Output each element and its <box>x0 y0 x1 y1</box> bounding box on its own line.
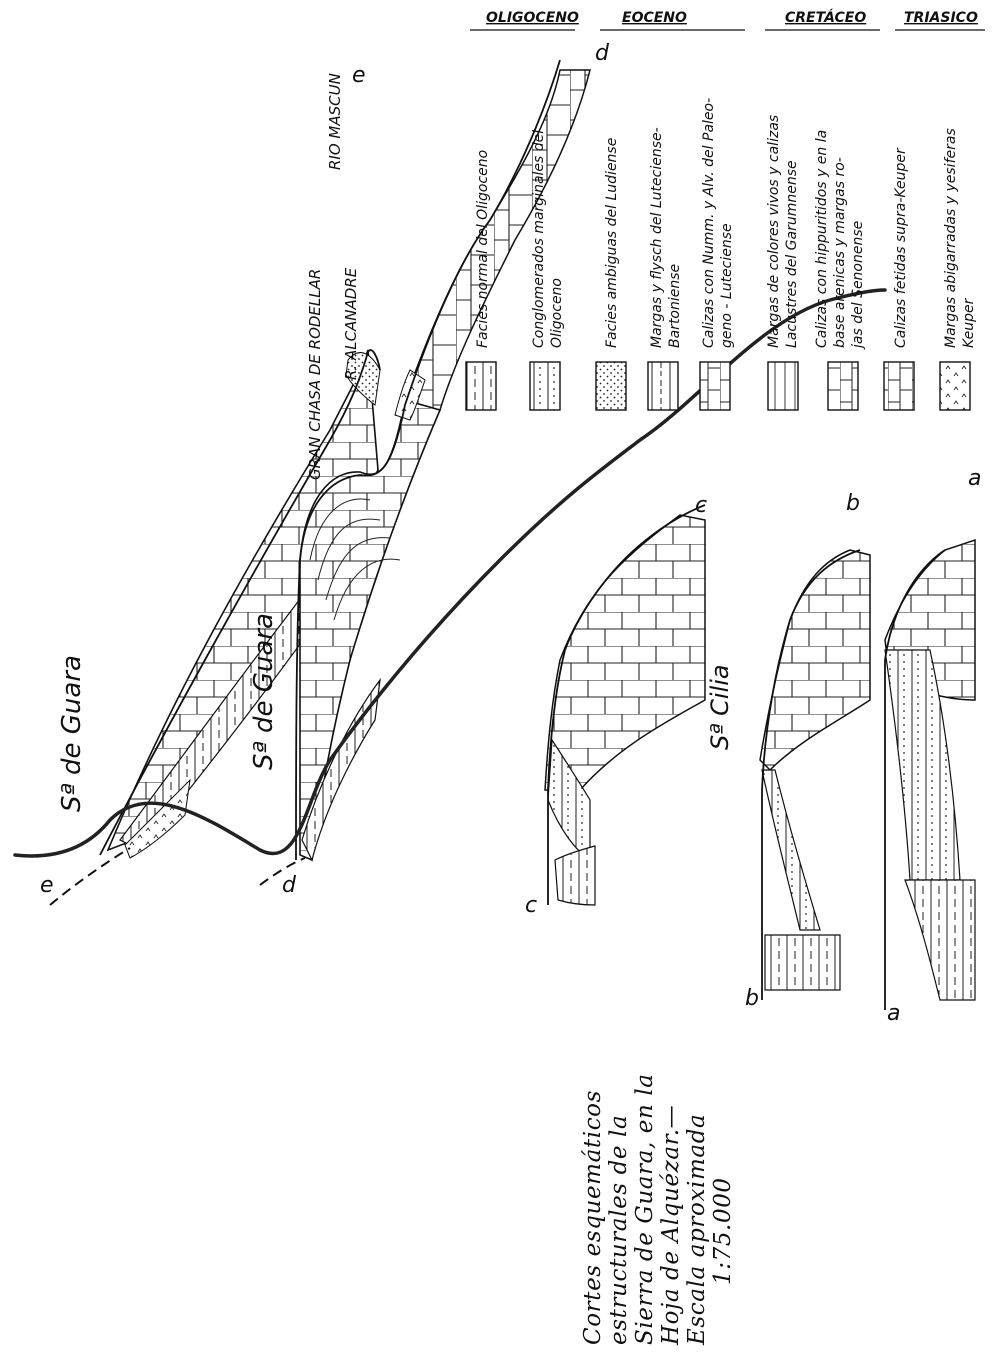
legend-text-oligocene-conglomerate-2: Oligoceno <box>549 278 565 348</box>
section-label-d-right: d <box>595 41 610 66</box>
legend-text-cretaceous-senonense-3: jas del Senonense <box>850 221 866 350</box>
legend-text-oligocene-normal: Facies normal del Oligoceno <box>475 150 491 348</box>
section-label-c-left: c <box>525 893 537 918</box>
legend: OLIGOCENO EOCENO CRETÁCEO TRIASICO Facie… <box>466 9 985 410</box>
section-label-b-left: b <box>745 986 759 1011</box>
section-label-a-right: a <box>968 466 981 491</box>
section-label-b-right: b <box>846 491 860 516</box>
legend-text-cretaceous-senonense-2: base arenicas y margas ro- <box>832 157 848 348</box>
legend-swatch-cretaceous-garumnense <box>768 362 798 410</box>
legend-swatch-eocene-limestone <box>700 362 730 410</box>
section-label-c-right: c <box>695 493 707 518</box>
section-label-e-right: e <box>352 63 366 88</box>
section-b-limestone <box>760 550 870 770</box>
place-sierra-guara-top: Sª de Guara <box>57 655 87 812</box>
caption-line: Escala aproximada <box>684 945 710 1345</box>
legend-text-eocene-flysch-2: Bartoniense <box>667 264 683 348</box>
caption-line: Cortes esquemáticos <box>580 945 606 1345</box>
place-sierra-cilia: Sª Cilia <box>706 664 734 750</box>
legend-text-eocene-flysch-1: Margas y flysch del Luteciense- <box>649 127 665 348</box>
legend-group-oligoceno: OLIGOCENO <box>486 10 579 26</box>
section-c-oligocene <box>555 846 595 905</box>
legend-text-eocene-limestone-2: geno - Luteciense <box>719 223 735 348</box>
legend-group-triasico: TRIASICO <box>904 10 978 26</box>
section-label-e-left: e <box>40 873 54 898</box>
section-b-flysch <box>762 770 820 930</box>
legend-text-triassic-keuper-2: Keuper <box>961 297 977 348</box>
place-gran-chasa: GRAN CHASA DE RODELLAR <box>306 269 324 480</box>
place-sierra-guara-mid: Sª de Guara <box>249 613 279 770</box>
legend-text-eocene-limestone-1: Calizas con Numm. y Alv. del Paleo- <box>701 98 717 348</box>
section-c-limestone <box>545 515 705 790</box>
section-e-fault <box>50 848 130 905</box>
section-a-marls <box>905 880 975 1000</box>
caption-line: Sierra de Guara, en la <box>632 945 658 1345</box>
place-rio-mascun: RIO MASCUN <box>326 73 344 170</box>
section-a <box>885 540 975 1010</box>
legend-text-cretaceous-senonense-1: Calizas con hippuritidos y en la <box>814 130 830 348</box>
legend-text-triassic-keuper-1: Margas abigarradas y yesiferas <box>943 128 959 348</box>
legend-swatch-triassic-suprakeuper <box>884 362 914 410</box>
legend-swatch-cretaceous-senonense <box>828 362 858 410</box>
section-b-marls <box>765 935 840 990</box>
legend-swatch-eocene-ludiense <box>596 362 626 410</box>
caption-line: 1:75.000 <box>710 945 736 1345</box>
legend-group-cretaceo: CRETÁCEO <box>785 9 866 26</box>
legend-swatch-eocene-flysch <box>648 362 678 410</box>
legend-text-eocene-ludiense: Facies ambiguas del Ludiense <box>604 138 620 348</box>
legend-group-eoceno: EOCENO <box>622 10 687 26</box>
legend-text-triassic-suprakeuper: Calizas fetidas supra-Keuper <box>893 147 909 348</box>
legend-swatch-oligocene-conglomerate <box>530 362 560 410</box>
section-label-a-left: a <box>887 1001 900 1026</box>
caption-line: Hoja de Alquézar.— <box>658 945 684 1345</box>
section-label-d-left: d <box>282 873 297 898</box>
section-d-limb <box>405 70 590 410</box>
section-c <box>545 505 705 905</box>
legend-text-oligocene-conglomerate-1: Conglomerados marginales del <box>531 130 547 348</box>
section-b <box>760 550 870 1000</box>
caption-line: estructurales de la <box>606 945 632 1345</box>
legend-swatch-oligocene-normal <box>466 362 496 410</box>
place-rio-alcanadre: R. ALCANADRE <box>342 267 360 380</box>
figure-caption: Cortes esquemáticos estructurales de la … <box>580 945 736 1345</box>
legend-text-cretaceous-garumnense-2: Lacustres del Garumnense <box>784 160 800 348</box>
legend-text-cretaceous-garumnense-1: Margas de colores vivos y calizas <box>766 115 782 348</box>
legend-swatch-triassic-keuper <box>940 362 970 410</box>
